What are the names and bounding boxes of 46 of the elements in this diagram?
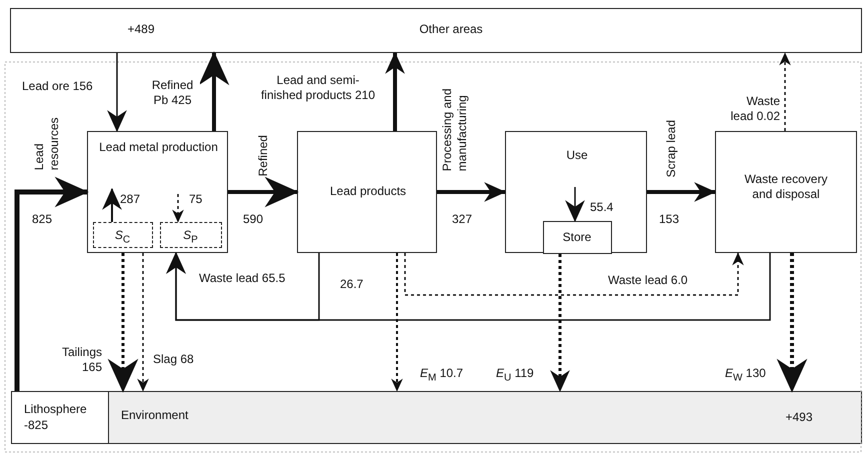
- node-label: +489: [126, 22, 156, 37]
- arrow: [776, 253, 808, 393]
- arrow: [172, 194, 184, 223]
- environment-band: [108, 391, 862, 444]
- arrow: [228, 176, 299, 208]
- stock-box: [93, 222, 153, 248]
- node-label: Environment: [121, 408, 190, 423]
- arrow: [437, 182, 506, 202]
- process-box: [87, 131, 228, 253]
- process-box: [505, 131, 647, 253]
- arrow: [102, 188, 122, 222]
- arrow: [550, 254, 570, 392]
- node-label: Lead metal production: [98, 140, 219, 155]
- arrow: [391, 253, 403, 392]
- process-box: [715, 131, 857, 253]
- node-label: Store: [562, 230, 592, 245]
- arrow: [107, 53, 127, 132]
- arrow: [108, 253, 138, 393]
- edge-label: Processing and manufacturing: [440, 88, 470, 172]
- arrow: [565, 187, 585, 222]
- node-label: -825: [24, 418, 50, 433]
- arrow: [404, 252, 744, 296]
- node-label: Waste recovery and disposal: [744, 172, 828, 202]
- stock-box: [160, 222, 222, 248]
- node-label: S$_{P}$: [182, 228, 199, 247]
- arrow: [166, 252, 320, 321]
- lithosphere-box: [11, 391, 109, 444]
- edge-label: Slag 68: [153, 352, 194, 367]
- edge-label: 287: [120, 192, 140, 207]
- edge-label: Lead and semi-finished products 210: [258, 73, 378, 103]
- arrow: [198, 51, 230, 131]
- node-label: S$_{C}$: [114, 228, 132, 247]
- stock-box: [543, 221, 612, 254]
- node-label: Lead products: [328, 184, 408, 199]
- arrow: [647, 182, 716, 202]
- area-box: [10, 8, 862, 53]
- node-label: Use: [565, 148, 589, 163]
- arrow: [137, 253, 149, 392]
- edge-label: Scrap lead: [664, 120, 679, 178]
- process-box: [297, 131, 437, 253]
- node-label: +493: [784, 410, 814, 425]
- arrow: [385, 52, 405, 131]
- arrow: [779, 52, 791, 131]
- node-label: Lithosphere: [24, 402, 88, 417]
- arrow: [14, 176, 89, 391]
- node-label: Other areas: [418, 22, 484, 37]
